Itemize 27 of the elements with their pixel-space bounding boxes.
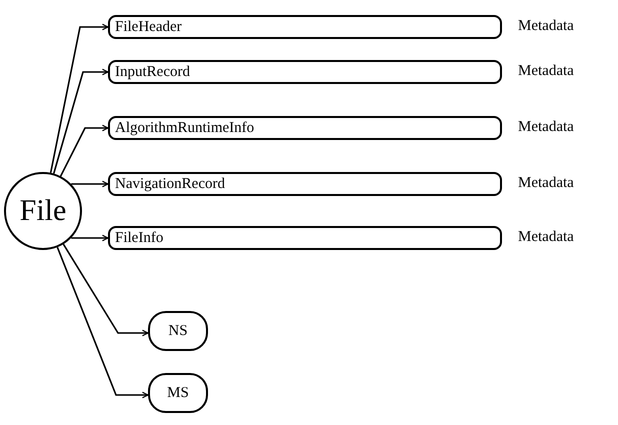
node-label: FileInfo — [115, 230, 164, 246]
arrow — [60, 124, 109, 177]
side-note: Metadata — [518, 229, 574, 246]
record-box — [108, 15, 502, 39]
arrow — [56, 246, 149, 398]
node-label: AlgorithmRuntimeInfo — [115, 120, 254, 136]
node-label: InputRecord — [115, 64, 190, 80]
arrow — [71, 180, 109, 188]
rounded-box — [148, 311, 208, 351]
node-label: MS — [167, 384, 189, 402]
node-label: NS — [168, 322, 188, 340]
node-label: NavigationRecord — [115, 176, 225, 192]
side-note: Metadata — [518, 63, 574, 80]
arrow — [53, 68, 109, 174]
rounded-box — [148, 373, 208, 413]
record-box — [108, 116, 502, 140]
node-label: FileHeader — [115, 18, 182, 36]
record-box — [108, 172, 502, 196]
record-box — [108, 60, 502, 84]
side-note: Metadata — [518, 175, 574, 192]
arrow — [50, 24, 109, 173]
side-note: Metadata — [518, 119, 574, 136]
node-label: File — [20, 194, 66, 228]
side-note: Metadata — [518, 18, 574, 35]
arrow — [62, 244, 149, 336]
record-box — [108, 226, 502, 250]
arrow — [71, 234, 109, 242]
